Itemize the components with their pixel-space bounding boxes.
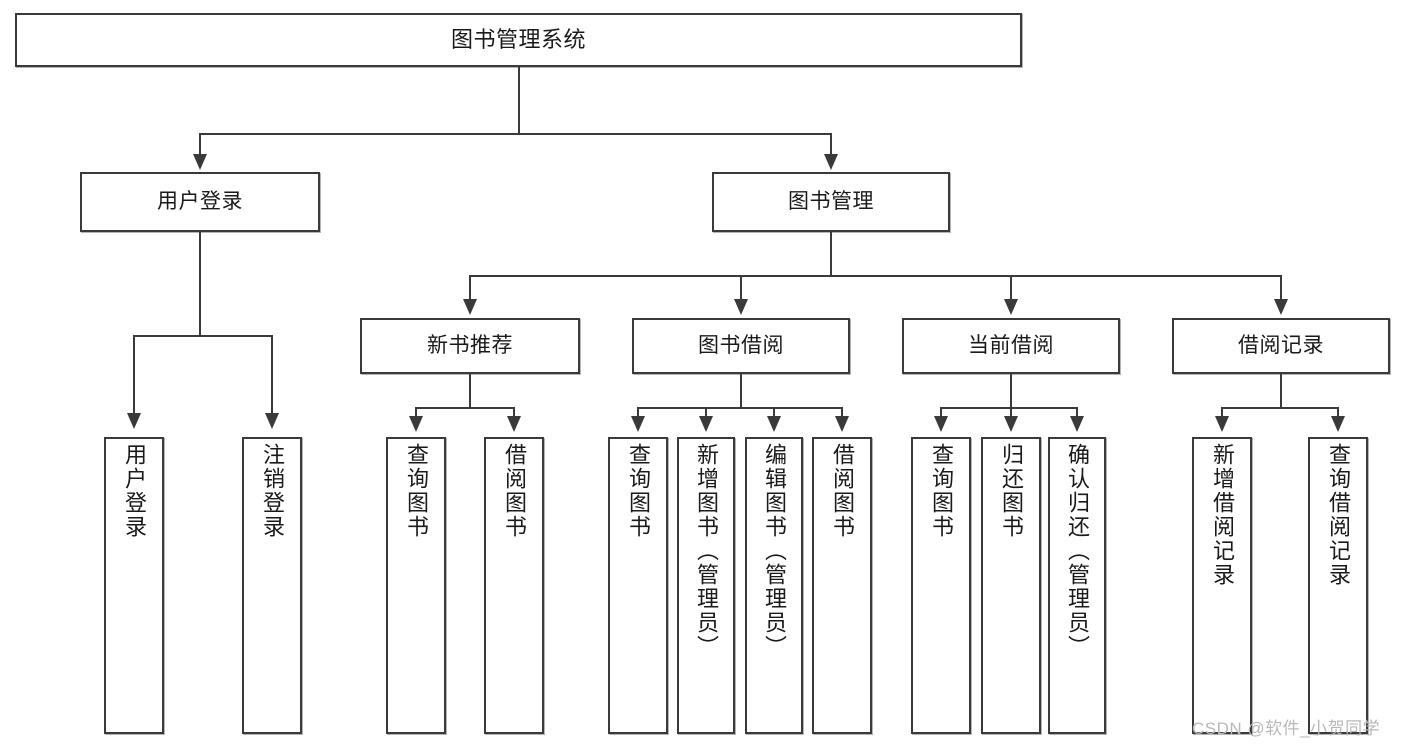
leaf-query-book[interactable]: 查询图书 <box>608 437 668 734</box>
edge-login-bus <box>133 335 273 337</box>
edge-bm-arrow-4 <box>1274 299 1288 315</box>
edge-rec-drop-2 <box>513 407 515 418</box>
edge-bm-drop-3 <box>1010 275 1012 301</box>
leaf-return-book-label: 归还图书 <box>999 443 1024 539</box>
leaf-query-book-current-label: 查询图书 <box>929 443 954 539</box>
edge-bm-drop-1 <box>469 275 471 301</box>
edge-bm-arrow-2 <box>734 299 748 315</box>
node-borrow-record[interactable]: 借阅记录 <box>1172 318 1390 374</box>
edge-bm-stem <box>830 232 832 276</box>
edge-bb-arrow-4 <box>835 416 849 432</box>
edge-root-drop-1 <box>199 133 201 156</box>
leaf-query-borrow-record-label: 查询借阅记录 <box>1326 443 1351 587</box>
node-current-borrow-label: 当前借阅 <box>968 333 1054 357</box>
edge-login-arrow-2 <box>265 413 279 429</box>
leaf-query-book-label: 查询图书 <box>626 443 651 539</box>
edge-rec-drop-1 <box>415 407 417 418</box>
edge-cb-arrow-1 <box>934 416 948 432</box>
leaf-query-book-recommend[interactable]: 查询图书 <box>386 437 446 734</box>
node-root[interactable]: 图书管理系统 <box>15 13 1022 67</box>
edge-cb-stem <box>1010 374 1012 408</box>
edge-cb-drop-1 <box>940 407 942 418</box>
edge-root-arrow-1 <box>193 154 207 170</box>
leaf-return-book[interactable]: 归还图书 <box>981 437 1041 734</box>
leaf-add-borrow-record[interactable]: 新增借阅记录 <box>1192 437 1252 734</box>
edge-bm-drop-2 <box>740 275 742 301</box>
edge-cb-drop-3 <box>1076 407 1078 418</box>
leaf-borrow-book-label: 借阅图书 <box>830 443 855 539</box>
edge-root-drop-2 <box>830 133 832 156</box>
edge-bb-stem <box>740 374 742 408</box>
edge-cb-bus <box>940 407 1077 409</box>
leaf-user-login[interactable]: 用户登录 <box>104 437 164 734</box>
leaf-logout-label: 注销登录 <box>260 443 285 539</box>
edge-br-stem <box>1280 374 1282 408</box>
edge-root-arrow-2 <box>824 154 838 170</box>
edge-bb-arrow-1 <box>631 416 645 432</box>
leaf-borrow-book-recommend[interactable]: 借阅图书 <box>484 437 544 734</box>
node-user-login-label: 用户登录 <box>157 189 243 213</box>
edge-login-drop-2 <box>271 335 273 415</box>
edge-bb-drop-2 <box>705 407 707 418</box>
edge-bb-drop-1 <box>637 407 639 418</box>
leaf-query-borrow-record[interactable]: 查询借阅记录 <box>1308 437 1368 734</box>
node-current-borrow[interactable]: 当前借阅 <box>902 318 1120 374</box>
leaf-query-book-recommend-label: 查询图书 <box>404 443 429 539</box>
node-borrow-record-label: 借阅记录 <box>1238 333 1324 357</box>
edge-bm-bus <box>469 275 1281 277</box>
edge-bm-arrow-3 <box>1004 299 1018 315</box>
edge-br-arrow-2 <box>1331 416 1345 432</box>
edge-bm-arrow-1 <box>463 299 477 315</box>
edge-cb-arrow-3 <box>1070 416 1084 432</box>
edge-root-bus <box>199 133 832 135</box>
leaf-add-borrow-record-label: 新增借阅记录 <box>1210 443 1235 587</box>
edge-bb-arrow-2 <box>699 416 713 432</box>
edge-root-stem <box>518 67 520 134</box>
node-book-borrow[interactable]: 图书借阅 <box>632 318 850 374</box>
edge-br-drop-2 <box>1337 407 1339 418</box>
node-new-book-recommend-label: 新书推荐 <box>427 333 513 357</box>
leaf-edit-book-admin[interactable]: 编辑图书（管理员） <box>745 437 803 734</box>
leaf-confirm-return-admin-label: 确认归还（管理员） <box>1065 443 1090 659</box>
edge-bb-drop-3 <box>773 407 775 418</box>
node-root-label: 图书管理系统 <box>450 27 586 53</box>
edge-bb-arrow-3 <box>767 416 781 432</box>
edge-rec-bus <box>415 407 514 409</box>
leaf-edit-book-admin-label: 编辑图书（管理员） <box>762 443 787 659</box>
edge-login-stem <box>199 232 201 336</box>
leaf-logout[interactable]: 注销登录 <box>242 437 302 734</box>
edge-cb-drop-2 <box>1010 407 1012 418</box>
edge-bb-drop-4 <box>841 407 843 418</box>
edge-login-drop-1 <box>133 335 135 415</box>
edge-rec-stem <box>469 374 471 408</box>
edge-bm-drop-4 <box>1280 275 1282 301</box>
edge-bb-bus <box>637 407 843 409</box>
node-book-management[interactable]: 图书管理 <box>712 172 950 232</box>
edge-login-arrow-1 <box>127 413 141 429</box>
edge-rec-arrow-1 <box>409 416 423 432</box>
edge-br-drop-1 <box>1221 407 1223 418</box>
node-book-management-label: 图书管理 <box>788 189 874 213</box>
node-book-borrow-label: 图书借阅 <box>698 333 784 357</box>
edge-br-bus <box>1221 407 1338 409</box>
leaf-borrow-book-recommend-label: 借阅图书 <box>502 443 527 539</box>
edge-br-arrow-1 <box>1215 416 1229 432</box>
leaf-query-book-current[interactable]: 查询图书 <box>911 437 971 734</box>
leaf-borrow-book[interactable]: 借阅图书 <box>812 437 872 734</box>
edge-rec-arrow-2 <box>507 416 521 432</box>
leaf-add-book-admin-label: 新增图书（管理员） <box>694 443 719 659</box>
leaf-confirm-return-admin[interactable]: 确认归还（管理员） <box>1048 437 1106 734</box>
node-new-book-recommend[interactable]: 新书推荐 <box>360 318 580 374</box>
leaf-user-login-label: 用户登录 <box>122 443 147 539</box>
node-user-login[interactable]: 用户登录 <box>80 172 320 232</box>
leaf-add-book-admin[interactable]: 新增图书（管理员） <box>677 437 735 734</box>
edge-cb-arrow-2 <box>1004 416 1018 432</box>
